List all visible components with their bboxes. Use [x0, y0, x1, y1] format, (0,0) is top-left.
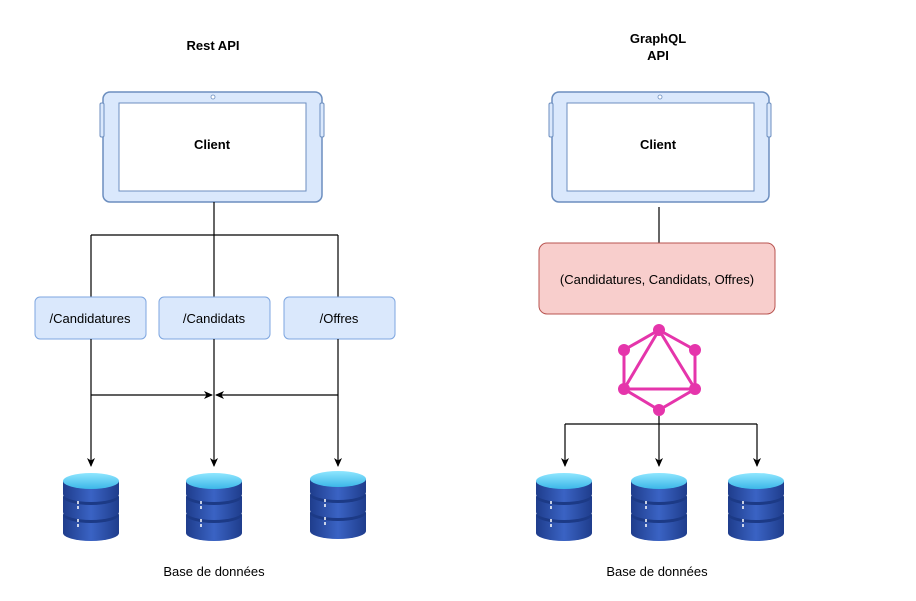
- rest-client-tablet-icon: [99, 91, 325, 203]
- endpoint-candidatures: /Candidatures: [34, 296, 147, 340]
- rest-client-connectors: [90, 202, 339, 297]
- graphql-query-box: (Candidatures, Candidats, Offres): [538, 242, 776, 315]
- graphql-database-icon-3: [727, 472, 785, 542]
- endpoint-candidats: /Candidats: [158, 296, 271, 340]
- endpoint-offres-label: /Offres: [320, 311, 359, 326]
- endpoint-offres: /Offres: [283, 296, 396, 340]
- graphql-query-label: (Candidatures, Candidats, Offres): [560, 272, 754, 287]
- graphql-client-tablet-icon: [548, 91, 772, 203]
- graphql-title-line1: GraphQL: [630, 31, 686, 46]
- rest-db-caption: Base de données: [163, 564, 265, 579]
- graphql-database-icon-1: [535, 472, 593, 542]
- graphql-logo-icon: [618, 324, 701, 416]
- graphql-db-connectors: [561, 416, 761, 467]
- rest-database-icon-1: [62, 472, 120, 542]
- rest-db-connectors: [87, 339, 342, 467]
- graphql-client-label: Client: [640, 137, 677, 152]
- endpoint-candidatures-label: /Candidatures: [50, 311, 131, 326]
- graphql-database-icon-2: [630, 472, 688, 542]
- graphql-db-caption: Base de données: [606, 564, 708, 579]
- graphql-title-line2: API: [647, 48, 669, 63]
- endpoint-candidats-label: /Candidats: [183, 311, 246, 326]
- rest-database-icon-2: [185, 472, 243, 542]
- rest-title: Rest API: [187, 38, 240, 53]
- rest-database-icon-3: [309, 470, 367, 540]
- rest-client-label: Client: [194, 137, 231, 152]
